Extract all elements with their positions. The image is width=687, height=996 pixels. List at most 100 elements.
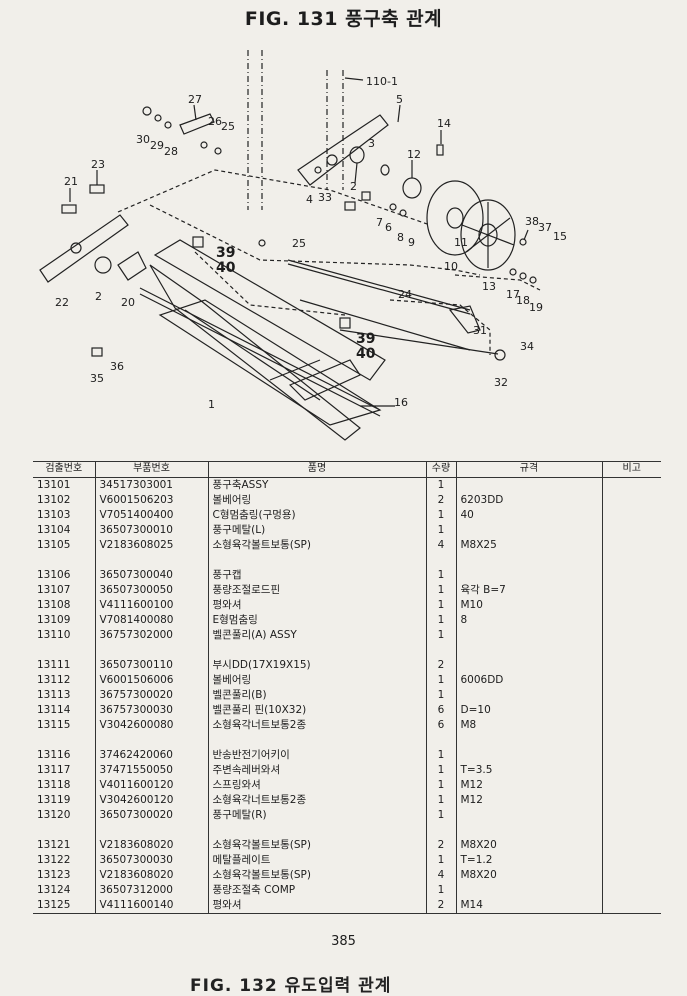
specification-cell: M14 xyxy=(455,898,602,914)
quantity-cell: 2 xyxy=(425,493,456,508)
specification-cell xyxy=(455,658,602,673)
callout: 12 xyxy=(407,148,421,161)
item-number-cell: 13122 xyxy=(37,854,71,867)
quantity-cell: 1 xyxy=(425,793,456,808)
part-name-cell: 소형육각너트보통2종 xyxy=(207,793,426,808)
callout: 26 xyxy=(208,115,222,128)
part-number-cell: 37462420060 xyxy=(94,748,208,763)
remarks-cell xyxy=(601,477,661,493)
part-name-cell: 반송반전기어키이 xyxy=(207,748,426,763)
page-number: 385 xyxy=(331,934,356,949)
specification-cell: 8 xyxy=(455,613,602,628)
remarks-cell xyxy=(601,493,661,508)
part-name-cell: 풍구캡 xyxy=(207,568,426,583)
part-name-cell: 평와셔 xyxy=(207,598,426,613)
part-number-cell: V3042600080 xyxy=(94,718,208,733)
item-number-cell: 13113 xyxy=(37,689,71,702)
part-number-cell: V7051400400 xyxy=(94,508,208,523)
callout: 9 xyxy=(408,236,415,249)
item-number-cell: 13106 xyxy=(37,569,71,582)
callout: 37 xyxy=(538,221,552,234)
part-name-cell: 풍구축ASSY xyxy=(207,477,426,493)
callout: 30 xyxy=(136,133,150,146)
part-number-cell: 36757300030 xyxy=(94,703,208,718)
remarks-cell xyxy=(601,868,661,883)
callout: 5 xyxy=(396,93,403,106)
callout: 25 xyxy=(221,120,235,133)
quantity-cell: 6 xyxy=(425,703,456,718)
quantity-cell: 4 xyxy=(425,868,456,883)
callout: 25 xyxy=(292,237,306,250)
callout: 32 xyxy=(494,376,508,389)
quantity-cell: 2 xyxy=(425,838,456,853)
specification-cell: M8 xyxy=(455,718,602,733)
item-number-cell: 13104 xyxy=(37,524,71,537)
remarks-cell xyxy=(601,808,661,823)
part-number-cell: V6001506006 xyxy=(94,673,208,688)
callout: 24 xyxy=(398,288,412,301)
part-name-cell: 벨콘풀리 핀(10X32) xyxy=(207,703,426,718)
specification-cell xyxy=(455,477,602,493)
part-name-cell: 볼베어링 xyxy=(207,493,426,508)
callout: 35 xyxy=(90,372,104,385)
item-number-cell: 13115 xyxy=(37,719,71,732)
part-name-cell: 스프링와셔 xyxy=(207,778,426,793)
part-number-cell: V4011600120 xyxy=(94,778,208,793)
part-number-cell: 36757300020 xyxy=(94,688,208,703)
quantity-cell: 1 xyxy=(425,568,456,583)
callout: 20 xyxy=(121,296,135,309)
callout: 4 xyxy=(306,193,313,206)
callout: 13 xyxy=(482,280,496,293)
quantity-cell: 1 xyxy=(425,688,456,703)
specification-cell: D=10 xyxy=(455,703,602,718)
specification-cell: 40 xyxy=(455,508,602,523)
callout: 110-1 xyxy=(366,75,398,88)
column-header: 규격 xyxy=(455,461,602,478)
specification-cell: M8X20 xyxy=(455,868,602,883)
part-name-cell: 소형육각너트보통2종 xyxy=(207,718,426,733)
part-name-cell: 메탈플레이트 xyxy=(207,853,426,868)
specification-cell xyxy=(455,883,602,898)
callout: 2 xyxy=(350,180,357,193)
part-name-cell: 평와셔 xyxy=(207,898,426,914)
part-number-cell: 36507300110 xyxy=(94,658,208,673)
item-number-cell: 13123 xyxy=(37,869,71,882)
part-name-cell: 풍량조절축 COMP xyxy=(207,883,426,898)
item-number-cell: 13109 xyxy=(37,614,71,627)
remarks-cell xyxy=(601,748,661,763)
callout: 11 xyxy=(454,236,468,249)
callout: 6 xyxy=(385,221,392,234)
callout: 23 xyxy=(91,158,105,171)
item-number-cell: 13117 xyxy=(37,764,71,777)
callout: 38 xyxy=(525,215,539,228)
item-number-cell: 13108 xyxy=(37,599,71,612)
table-spacer-row xyxy=(33,553,661,568)
specification-cell: 6203DD xyxy=(455,493,602,508)
quantity-cell: 4 xyxy=(425,538,456,553)
specification-cell: M12 xyxy=(455,793,602,808)
part-number-cell: 34517303001 xyxy=(94,477,208,493)
remarks-cell xyxy=(601,898,661,914)
callout: 29 xyxy=(150,139,164,152)
part-name-cell: 주변속레버와셔 xyxy=(207,763,426,778)
callout: 15 xyxy=(553,230,567,243)
remarks-cell xyxy=(601,508,661,523)
specification-cell xyxy=(455,523,602,538)
part-number-cell: 37471550050 xyxy=(94,763,208,778)
quantity-cell: 6 xyxy=(425,718,456,733)
part-number-cell: 36507300010 xyxy=(94,523,208,538)
part-number-cell: V4111600100 xyxy=(94,598,208,613)
part-name-cell: 소형육각볼트보통(SP) xyxy=(207,538,426,553)
callout: 18 xyxy=(516,294,530,307)
quantity-cell: 1 xyxy=(425,883,456,898)
remarks-cell xyxy=(601,613,661,628)
